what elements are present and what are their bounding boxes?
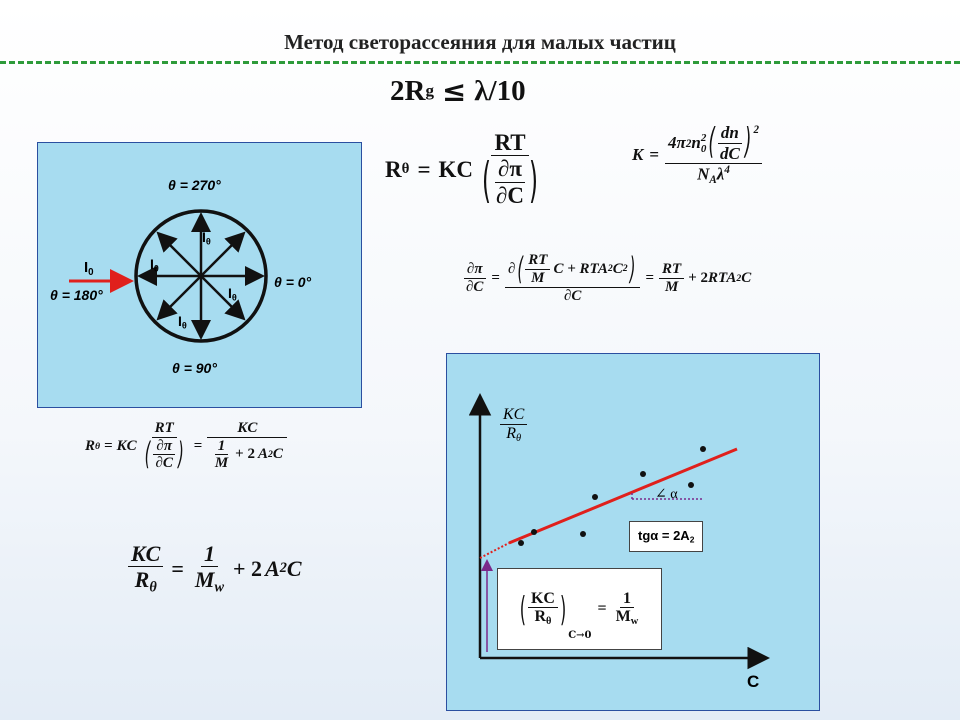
condition-relation: ≤ — [441, 74, 467, 108]
data-point — [592, 494, 598, 500]
incident-intensity-label: I0 — [84, 259, 94, 278]
vector-up-right — [200, 231, 246, 277]
scattered-intensity-label-1: Iθ — [202, 229, 211, 247]
debye-plot — [468, 393, 770, 670]
data-point — [518, 540, 524, 546]
data-points — [518, 446, 706, 546]
scattered-intensity-label-4: Iθ — [178, 313, 187, 331]
fit-extrapolation — [479, 542, 510, 559]
fit-line — [508, 447, 738, 545]
x-axis-label: C — [747, 672, 760, 691]
data-point — [640, 471, 646, 477]
scattering-diagram — [69, 209, 268, 343]
angle-0-label: θ = 0° — [274, 274, 312, 290]
vector-up-left — [156, 231, 202, 277]
angle-180-label: θ = 180° — [50, 287, 103, 303]
slide-title: Метод светорассеяния для малых частиц — [284, 30, 676, 54]
condition-rhs: λ/10 — [474, 74, 526, 107]
scattering-circle — [134, 209, 268, 343]
scattering-vectors — [137, 212, 265, 340]
scattered-intensity-label-3: Iθ — [228, 285, 237, 303]
scattering-diagram-panel: θ = 270° θ = 0° θ = 90° θ = 180° I0 Iθ I… — [37, 142, 362, 408]
data-point — [531, 529, 537, 535]
title-divider — [0, 61, 960, 64]
scattered-intensity-label-2: Iθ — [150, 256, 159, 274]
data-point — [688, 482, 694, 488]
slope-box: tgα = 2A2 — [629, 521, 704, 552]
vector-down-right — [200, 275, 246, 321]
vector-down-left — [156, 275, 202, 321]
data-point — [700, 446, 706, 452]
angle-270-label: θ = 270° — [168, 177, 221, 193]
data-point — [580, 531, 586, 537]
slope-angle-label: ∠ α — [655, 487, 678, 502]
condition-lhs-sub: g — [425, 81, 434, 100]
angle-90-label: θ = 90° — [172, 360, 217, 376]
condition-lhs: 2R — [390, 74, 426, 107]
